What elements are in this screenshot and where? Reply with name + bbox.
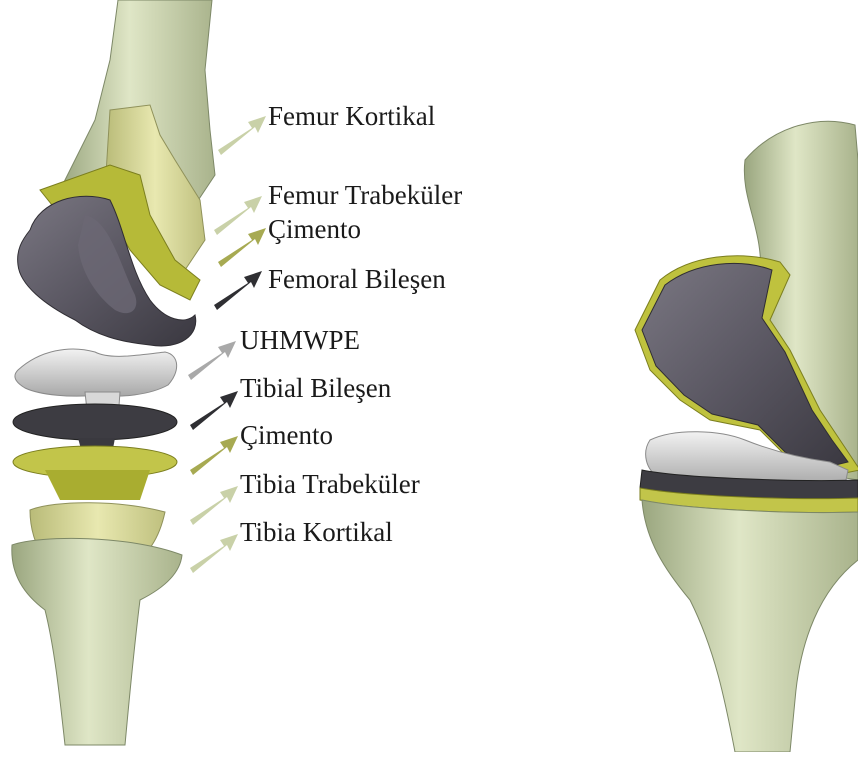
arrow-icon [188, 341, 236, 380]
arrow-tibia-trabecular [190, 486, 238, 525]
arrow-cement-tibial [190, 436, 238, 475]
arrow-icon [214, 196, 262, 235]
tibia-cortical-bone [12, 538, 182, 745]
label-cement-tibial: Çimento [240, 420, 333, 450]
arrow-icon [190, 436, 238, 475]
arrow-icon [218, 116, 266, 155]
arrow-femur-cortical [218, 116, 266, 155]
arrow-icon [214, 271, 262, 310]
uhmwpe-insert [15, 349, 177, 396]
exploded-view [12, 0, 215, 745]
label-femur-cortical: Femur Kortikal [268, 101, 435, 131]
arrow-icon [190, 534, 238, 573]
label-tibia-trabecular: Tibia Trabeküler [240, 469, 420, 499]
arrow-icon [218, 228, 266, 267]
arrow-cement-femoral [218, 228, 266, 267]
tibia-cement-rim [45, 470, 150, 500]
assembled-tibia [642, 500, 858, 752]
arrow-tibial-component [190, 391, 238, 430]
label-femur-trabecular: Femur Trabeküler [268, 180, 462, 210]
tibial-tray [13, 404, 177, 440]
arrow-tibia-cortical [190, 534, 238, 573]
arrow-femur-trabecular [214, 196, 262, 235]
label-femoral-component: Femoral Bileşen [268, 264, 446, 294]
assembled-view [635, 121, 858, 752]
arrow-uhmwpe [188, 341, 236, 380]
label-tibia-cortical: Tibia Kortikal [240, 517, 393, 547]
label-uhmwpe: UHMWPE [240, 325, 360, 355]
arrow-icon [190, 391, 238, 430]
arrow-icon [190, 486, 238, 525]
arrow-femoral-component [214, 271, 262, 310]
label-cement-femoral: Çimento [268, 214, 361, 244]
label-tibial-component: Tibial Bileşen [240, 373, 391, 403]
